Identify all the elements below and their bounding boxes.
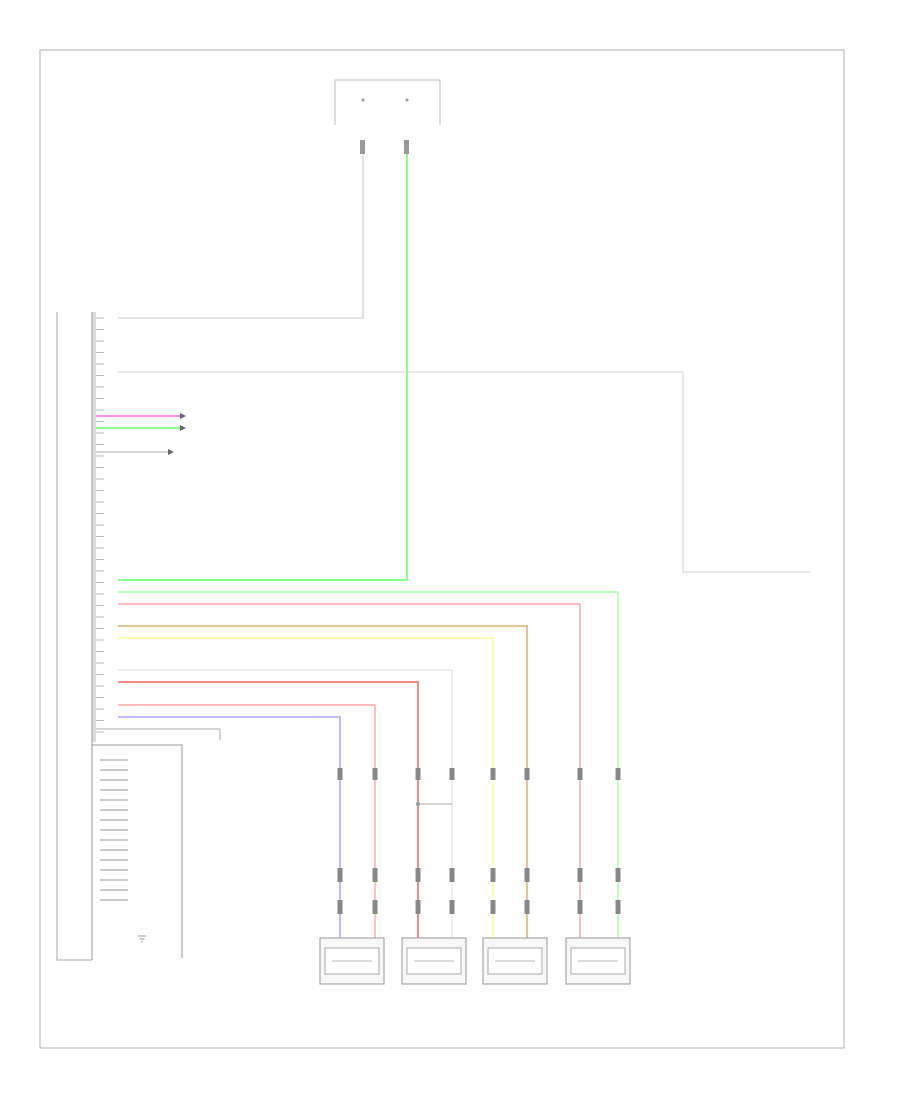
module-pin-ticks bbox=[96, 317, 104, 733]
inline-connectors bbox=[337, 768, 621, 914]
wire-tan bbox=[118, 625, 528, 940]
connector-block bbox=[615, 768, 621, 780]
wire-gray-bottom bbox=[96, 728, 221, 740]
arrow-3 bbox=[168, 449, 174, 455]
wire-gray-top bbox=[118, 154, 364, 319]
wire-green-main bbox=[118, 154, 408, 581]
wire-blue bbox=[118, 716, 341, 940]
wire-red bbox=[118, 681, 419, 940]
wheel-speed-sensor bbox=[482, 937, 548, 985]
top-connector bbox=[334, 79, 441, 154]
wire-yellow bbox=[118, 637, 494, 940]
wire-pink-long bbox=[118, 603, 581, 940]
connector-block bbox=[415, 868, 421, 882]
connector-block bbox=[615, 868, 621, 882]
connector-pin-a bbox=[360, 140, 365, 154]
wheel-speed-sensor bbox=[401, 937, 467, 985]
control-module bbox=[56, 312, 183, 961]
connector-block bbox=[372, 768, 378, 780]
wire-pink-short bbox=[118, 704, 376, 940]
connector-block bbox=[490, 868, 496, 882]
connector-block bbox=[337, 768, 343, 780]
connector-block bbox=[372, 900, 378, 914]
wire-gray-right bbox=[118, 371, 810, 573]
connector-block bbox=[372, 868, 378, 882]
connector-block bbox=[524, 768, 530, 780]
connector-block bbox=[615, 900, 621, 914]
connector-block bbox=[490, 900, 496, 914]
connector-block bbox=[524, 900, 530, 914]
ground-icon bbox=[138, 935, 146, 943]
connector-block bbox=[415, 900, 421, 914]
connector-block bbox=[577, 768, 583, 780]
module-pin-strip bbox=[92, 312, 96, 742]
arrow-1 bbox=[180, 413, 186, 419]
arrow-2 bbox=[180, 425, 186, 431]
submodule-pin-ticks bbox=[100, 759, 128, 901]
wire-light-green-long bbox=[118, 591, 619, 940]
connector-block bbox=[449, 868, 455, 882]
connector-block bbox=[415, 768, 421, 780]
wheel-speed-sensor bbox=[319, 937, 385, 985]
connector-block bbox=[490, 768, 496, 780]
connector-pin-b bbox=[404, 140, 409, 154]
connector-block bbox=[337, 868, 343, 882]
splice-dot bbox=[416, 802, 420, 806]
connector-block bbox=[577, 900, 583, 914]
connector-block bbox=[577, 868, 583, 882]
connector-block bbox=[524, 868, 530, 882]
connector-block bbox=[449, 768, 455, 780]
wire-light-gray bbox=[118, 669, 453, 940]
connector-block bbox=[337, 900, 343, 914]
wheel-speed-sensor bbox=[565, 937, 631, 985]
diagram-border bbox=[39, 49, 845, 1049]
sensors bbox=[319, 937, 631, 985]
connector-block bbox=[449, 900, 455, 914]
